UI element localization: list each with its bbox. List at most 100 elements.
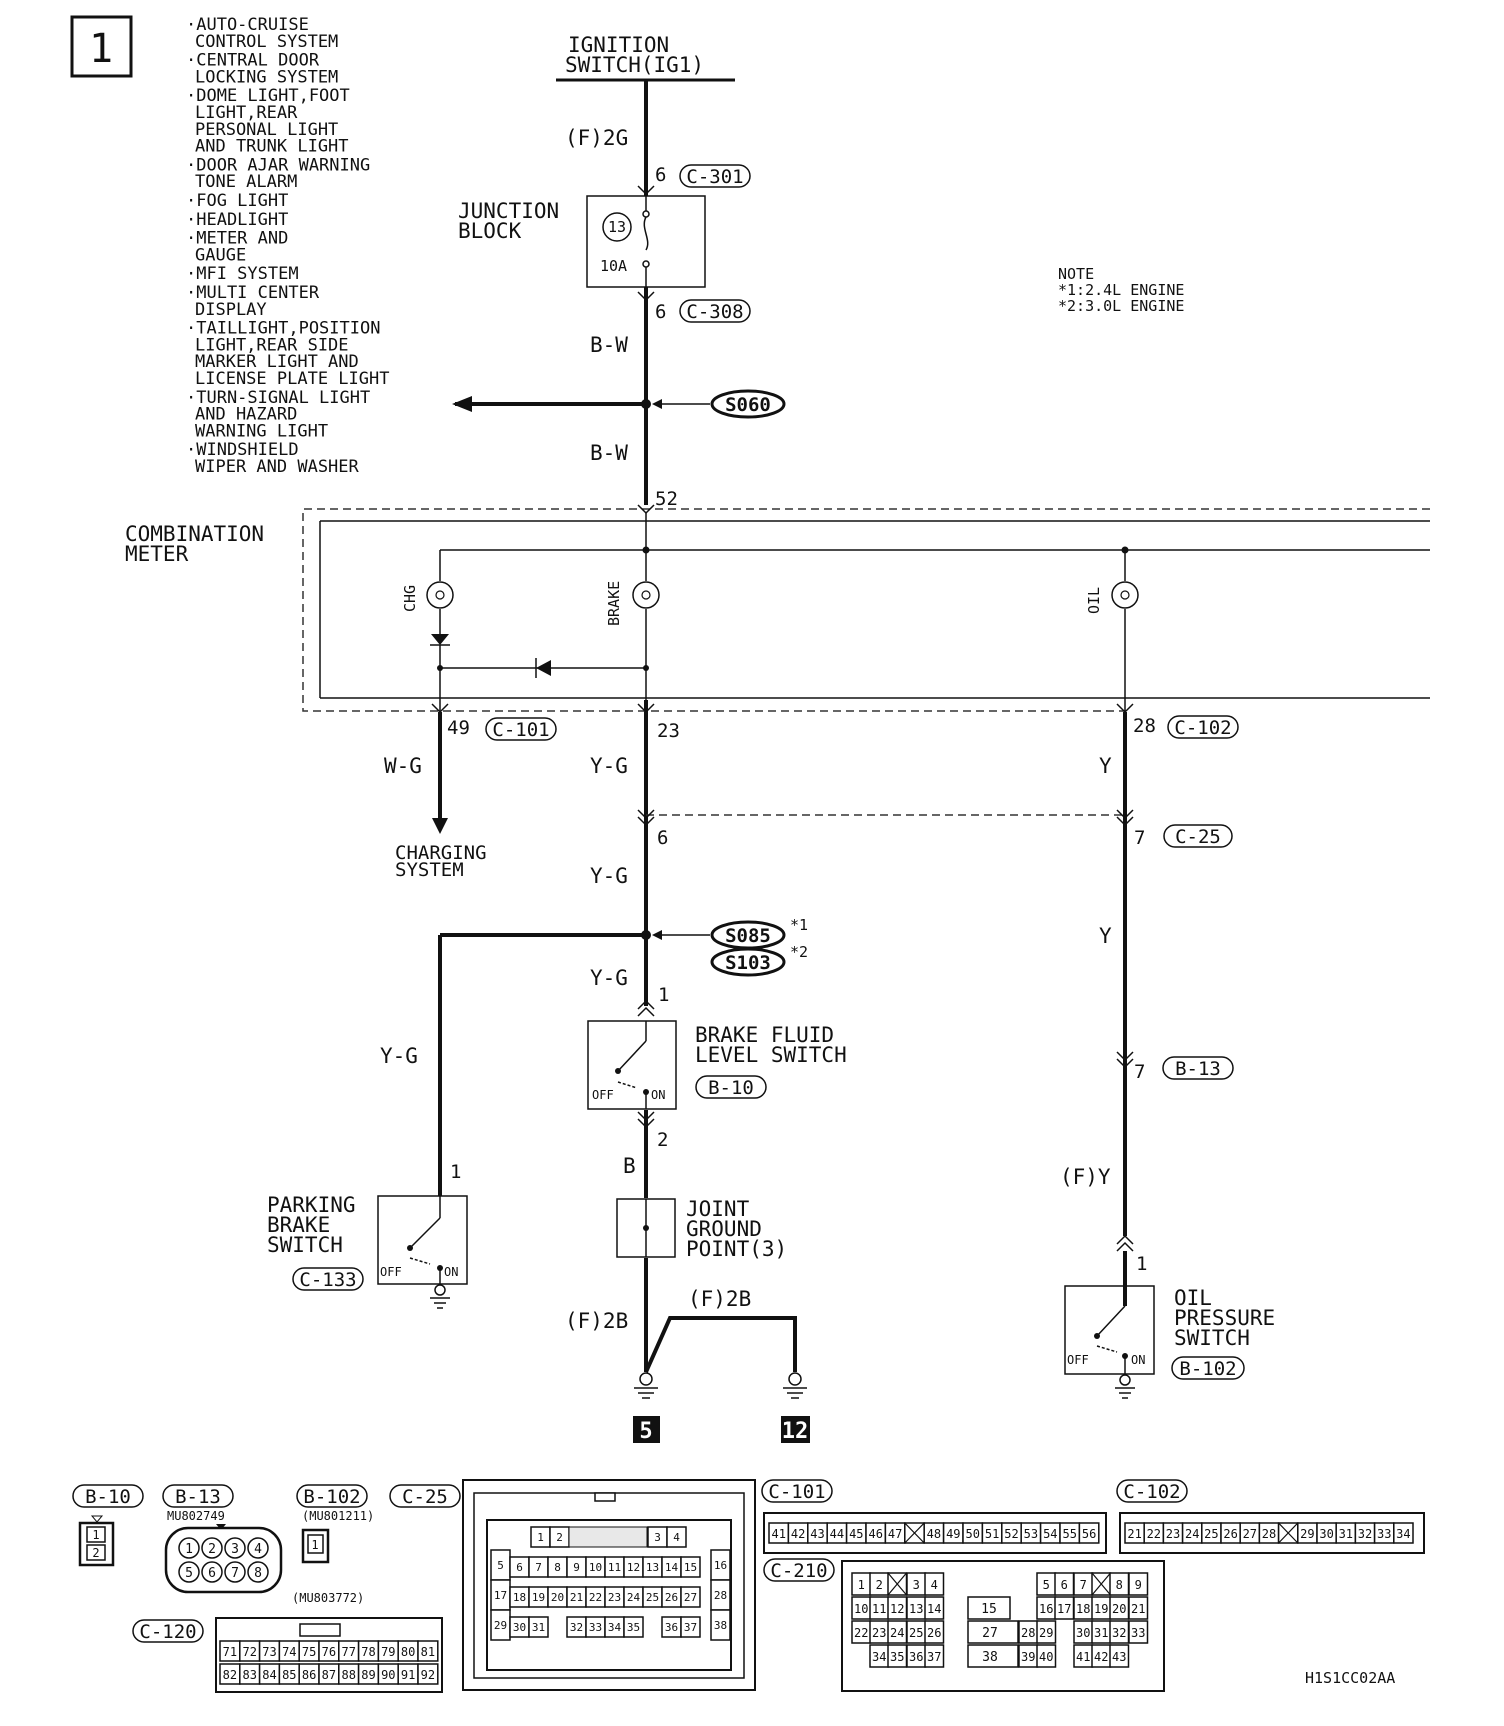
- connector-c133: C-133: [292, 1267, 364, 1291]
- connector-pin: [666, 1526, 687, 1548]
- connector-pin-label: 18: [1076, 1602, 1090, 1616]
- related-system-line: ·MULTI CENTER: [186, 283, 320, 303]
- connector-pin-label: 23: [1166, 1527, 1180, 1541]
- pin-1-b10: 1: [658, 984, 669, 1006]
- connector-pin-label: 90: [381, 1668, 395, 1682]
- connector-pin-label: 82: [223, 1668, 237, 1682]
- svg-text:C-102: C-102: [1123, 1481, 1180, 1503]
- connector-pin: [680, 1556, 701, 1578]
- svg-text:PRESSURE: PRESSURE: [1174, 1306, 1275, 1330]
- connector-pin-label: 28: [714, 1589, 727, 1602]
- pin-1-c133: 1: [450, 1161, 461, 1183]
- diode-icon: [431, 634, 449, 645]
- wire-label-bw-1: B-W: [590, 333, 628, 357]
- connector-pin-label: 14: [665, 1561, 679, 1574]
- connector-pin-label: 40: [1039, 1650, 1053, 1664]
- connector-pin-label: 6: [208, 1566, 216, 1581]
- connector-pin-label: 30: [1076, 1626, 1090, 1640]
- ground-icon: [783, 1372, 807, 1399]
- connector-pin-label: 32: [1112, 1626, 1126, 1640]
- connector-pin-label: 4: [931, 1578, 938, 1592]
- svg-text:C-102: C-102: [1174, 717, 1231, 739]
- svg-text:B-102: B-102: [1179, 1358, 1236, 1380]
- splice-s060: S060: [710, 389, 786, 419]
- splice-s085: S085 *1: [710, 916, 808, 950]
- connector-pin-label: 83: [242, 1668, 256, 1682]
- pin-52: 52: [655, 488, 678, 510]
- connector-pin-label: 2: [208, 1542, 216, 1557]
- connector-pin-label: 16: [714, 1559, 727, 1572]
- connector-pin: [680, 1616, 701, 1638]
- connector-pin-label: 51: [985, 1527, 999, 1541]
- svg-text:*2:3.0L ENGINE: *2:3.0L ENGINE: [1058, 297, 1184, 315]
- svg-text:B-102: B-102: [303, 1486, 360, 1508]
- connector-pin: [924, 1596, 945, 1620]
- connector-pin: [247, 1537, 269, 1559]
- svg-text:C-25: C-25: [402, 1486, 448, 1508]
- connector-pin: [967, 1644, 1019, 1668]
- connector-pin-label: 91: [401, 1668, 415, 1682]
- diode-icon: [536, 660, 551, 676]
- related-system-line: DISPLAY: [195, 300, 267, 320]
- svg-text:JOINT: JOINT: [686, 1197, 750, 1221]
- pin-6-c25: 6: [657, 827, 668, 849]
- connector-pin-label: 32: [1358, 1527, 1372, 1541]
- chg-label: CHG: [401, 585, 419, 612]
- connector-pin-label: 12: [890, 1602, 904, 1616]
- junction-block: JUNCTION BLOCK 13 10A: [458, 195, 706, 288]
- pin-1-b102: 1: [1136, 1253, 1147, 1275]
- connector-c25: C-25: [1163, 824, 1233, 848]
- related-system-line: GAUGE: [195, 245, 246, 265]
- pin-23: 23: [657, 720, 680, 742]
- wire-label-b: B: [623, 1154, 636, 1178]
- svg-text:*2: *2: [790, 943, 808, 961]
- connector-pin-label: 18: [513, 1591, 526, 1604]
- connector-pin: [924, 1644, 945, 1668]
- svg-text:NOTE: NOTE: [1058, 265, 1094, 283]
- brake-fluid-level-switch: OFF ON BRAKE FLUID LEVEL SWITCH: [587, 1020, 847, 1110]
- connector-pin-label: 75: [302, 1645, 316, 1659]
- connector-b10: B-10: [695, 1075, 767, 1099]
- pin-28: 28: [1133, 715, 1156, 737]
- connector-pin-label: 77: [341, 1645, 355, 1659]
- svg-text:LEVEL SWITCH: LEVEL SWITCH: [695, 1043, 847, 1067]
- svg-text:ON: ON: [444, 1265, 458, 1279]
- connector-pin-label: 7: [231, 1566, 239, 1581]
- parking-brake-switch: OFF ON PARKING BRAKE SWITCH: [267, 1193, 468, 1285]
- wire-label-f2b-right: (F)2B: [688, 1287, 751, 1311]
- connector-pin: [247, 1561, 269, 1583]
- connector-pin-label: 13: [909, 1602, 923, 1616]
- connector-pin-label: 29: [494, 1619, 507, 1632]
- connector-pin-label: 41: [1076, 1650, 1090, 1664]
- connector-pin-label: 16: [1039, 1602, 1053, 1616]
- wire-label-wg: W-G: [384, 754, 422, 778]
- wire-label-yg-4: Y-G: [380, 1044, 418, 1068]
- connector-pin: [924, 1572, 945, 1596]
- connector-pin-label: 6: [1061, 1578, 1068, 1592]
- connector-pin: [1128, 1596, 1149, 1620]
- connector-pin-label: 30: [513, 1621, 526, 1634]
- svg-text:S085: S085: [725, 925, 771, 947]
- ignition-label-1: IGNITION: [568, 33, 669, 57]
- related-system-line: ·HEADLIGHT: [186, 210, 288, 230]
- svg-text:METER: METER: [125, 542, 189, 566]
- connector-pin-label: 1: [858, 1578, 865, 1592]
- svg-text:S103: S103: [725, 952, 771, 974]
- connector-pin-label: 31: [1094, 1626, 1108, 1640]
- related-system-line: CONTROL SYSTEM: [195, 32, 338, 52]
- wire-label-f2g: (F)2G: [565, 126, 628, 150]
- related-system-line: ·FOG LIGHT: [186, 191, 288, 211]
- connector-c301: C-301: [679, 164, 751, 188]
- connector-pin-label: 2: [556, 1531, 563, 1544]
- connector-pin: [1036, 1644, 1057, 1668]
- connector-pin-label: 28: [1021, 1626, 1035, 1640]
- related-system-line: ·DOME LIGHT,FOOT: [186, 86, 350, 106]
- connector-view-b102: B-102 (MU801211) 1: [296, 1484, 374, 1564]
- connector-pin-label: 76: [322, 1645, 336, 1659]
- connector-pin-label: 38: [714, 1619, 727, 1632]
- connector-pin-label: 4: [673, 1531, 680, 1544]
- connector-pin-label: 21: [1131, 1602, 1145, 1616]
- connector-pin-label: 22: [854, 1626, 868, 1640]
- connector-pin-label: 52: [1004, 1527, 1018, 1541]
